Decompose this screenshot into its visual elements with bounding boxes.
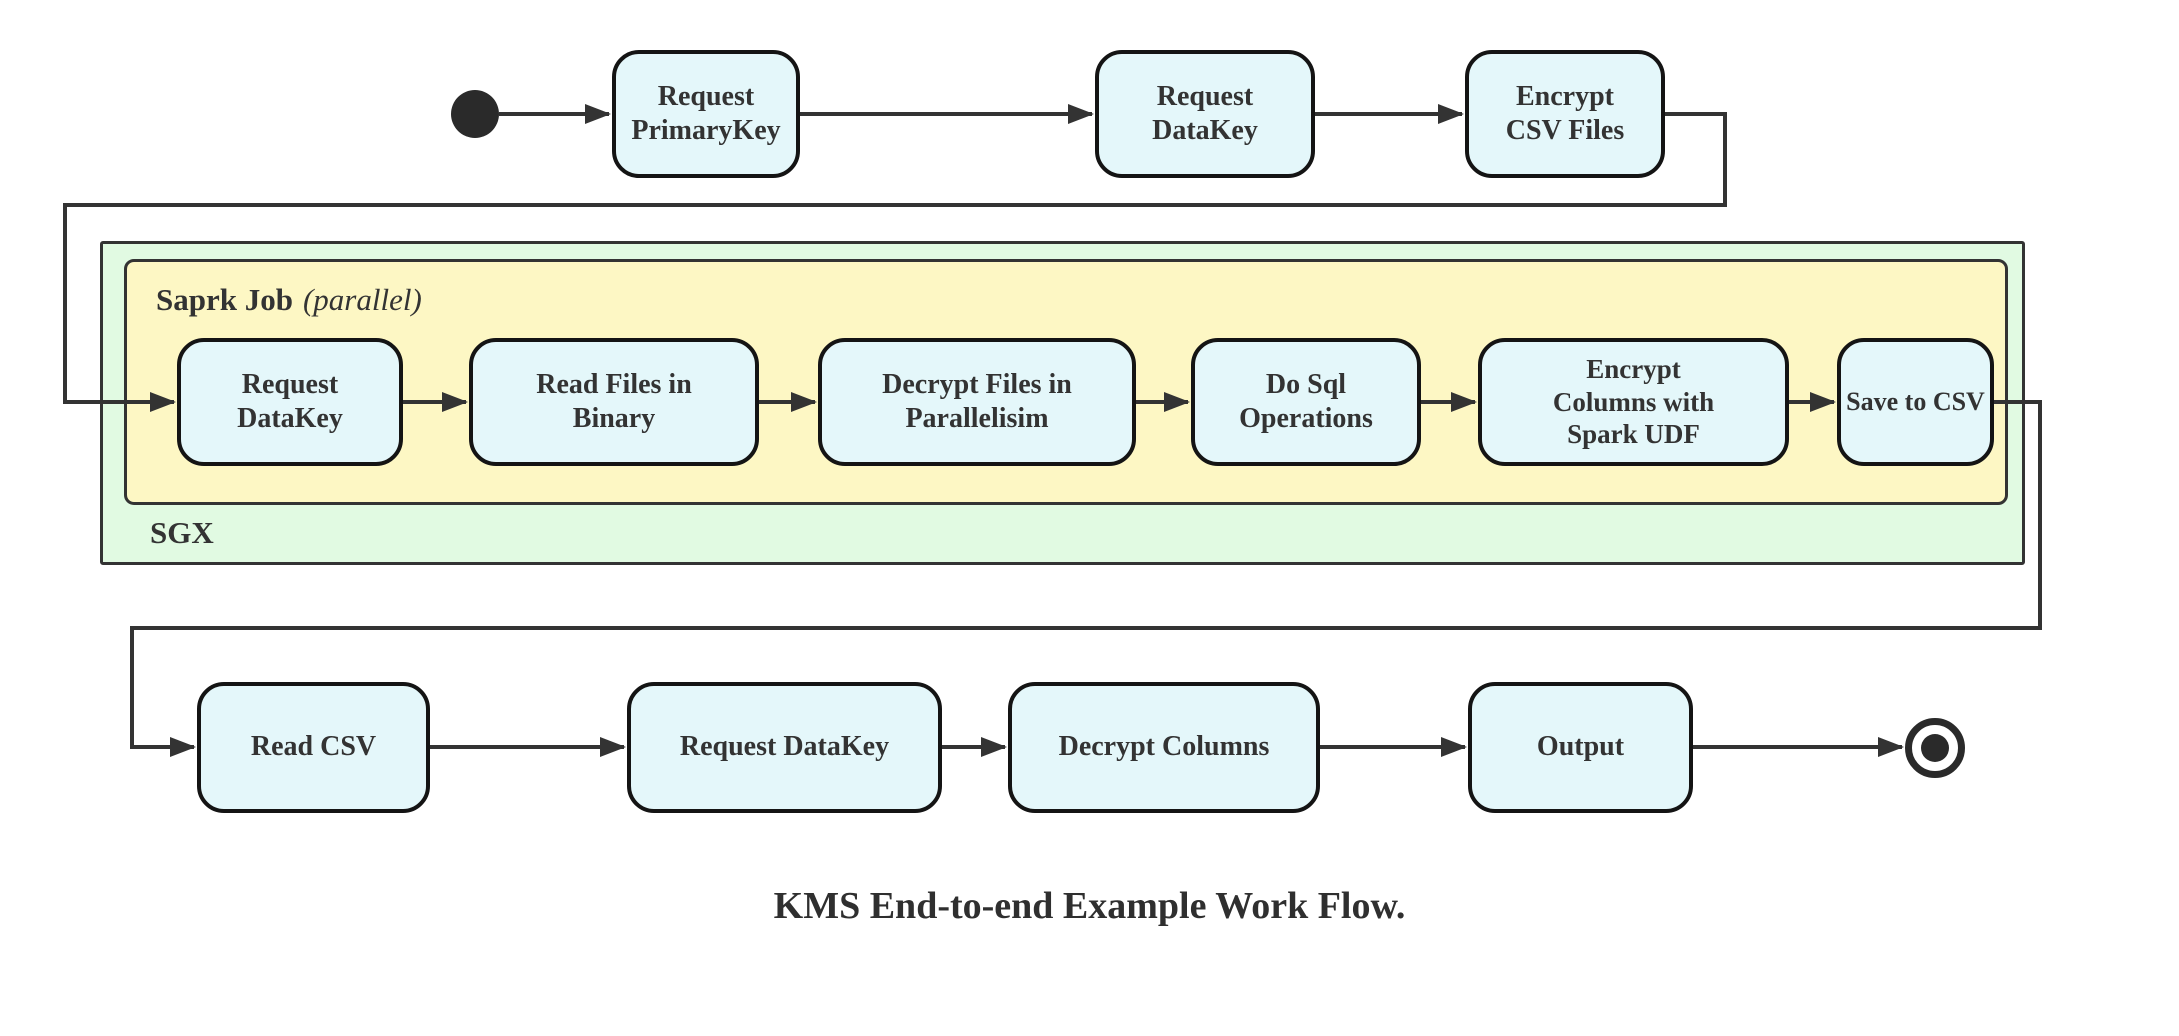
spark-job-parallel-qualifier: (parallel) <box>302 282 422 317</box>
spark-job-label-text: Saprk Job <box>156 282 293 317</box>
end-state-node <box>1905 718 1965 778</box>
node-save-to-csv: Save to CSV <box>1837 338 1994 466</box>
edge-save-to-csv-to-read-csv <box>130 400 2042 757</box>
diagram-caption: KMS End-to-end Example Work Flow. <box>773 885 1406 927</box>
end-state-inner-dot-icon <box>1921 734 1949 762</box>
node-do-sql-operations: Do Sql Operations <box>1191 338 1421 466</box>
node-decrypt-columns: Decrypt Columns <box>1008 682 1320 813</box>
node-request-datakey-bottom: Request DataKey <box>627 682 942 813</box>
node-read-files-in-binary: Read Files in Binary <box>469 338 759 466</box>
node-request-datakey-top: Request DataKey <box>1095 50 1315 178</box>
node-encrypt-csv-files: Encrypt CSV Files <box>1465 50 1665 178</box>
node-encrypt-columns-with-spark-udf: Encrypt Columns with Spark UDF <box>1478 338 1789 466</box>
spark-job-label: Saprk Job (parallel) <box>156 282 422 318</box>
edge-encrypt-csv-files-to-sgx-request-datakey <box>63 112 1727 412</box>
node-output: Output <box>1468 682 1693 813</box>
node-decrypt-files-in-parallelisim: Decrypt Files in Parallelisim <box>818 338 1136 466</box>
sgx-label: SGX <box>150 515 214 550</box>
node-read-csv: Read CSV <box>197 682 430 813</box>
start-state-node <box>451 90 499 138</box>
node-request-primarykey: Request PrimaryKey <box>612 50 800 178</box>
node-request-datakey-sgx: Request DataKey <box>177 338 403 466</box>
